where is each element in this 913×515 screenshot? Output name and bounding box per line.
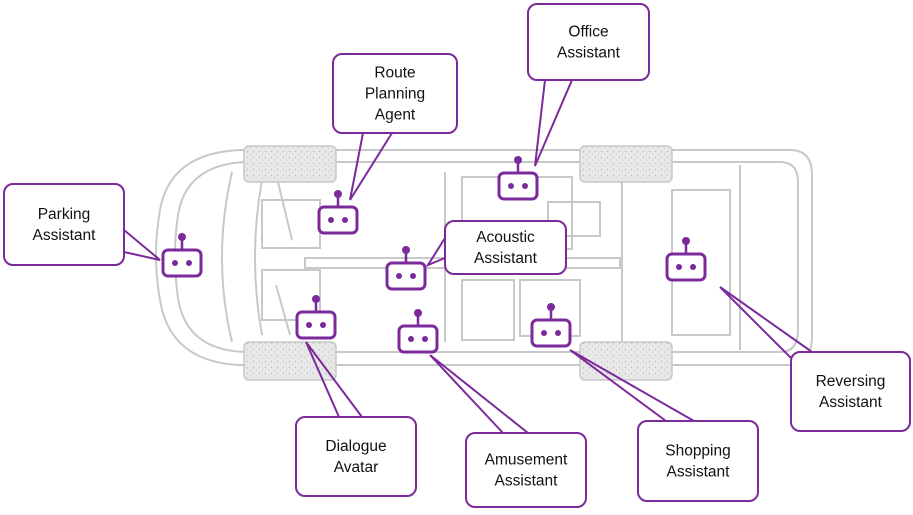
callout-pointer — [425, 237, 446, 268]
callout-box — [332, 53, 458, 134]
callout-label-line: Avatar — [334, 459, 379, 476]
a-pillar-top — [277, 181, 293, 241]
callout-pointer — [349, 132, 393, 201]
callout-label-line: Office — [568, 24, 608, 41]
wheel-rear-bottom — [579, 341, 673, 381]
robot-icon — [385, 246, 427, 291]
callout-box — [637, 420, 759, 502]
callout-label-line: Planning — [365, 86, 425, 103]
robot-icon — [317, 190, 359, 235]
callout-pointer — [123, 229, 161, 261]
callout-box — [465, 432, 587, 508]
front-seat-right — [261, 269, 321, 321]
callout-box — [527, 3, 650, 81]
callout-box — [444, 220, 567, 275]
callout-label-line: Amusement — [485, 452, 568, 469]
wheel-front-top — [243, 145, 337, 183]
car-body-outline — [155, 149, 813, 366]
callout-label-line: Assistant — [33, 227, 97, 244]
robot-icon — [530, 303, 572, 348]
callout-label-line: Assistant — [474, 250, 538, 267]
callout-box — [295, 416, 417, 497]
car-body-inner — [174, 161, 799, 353]
wheel-rear-top — [579, 145, 673, 183]
robot-icon — [161, 233, 203, 278]
robot-icon — [397, 309, 439, 354]
agents-layer: OfficeAssistantRoutePlanningAgentParking… — [3, 3, 911, 508]
callout-label-line: Assistant — [819, 394, 883, 411]
callout-label-line: Route — [374, 65, 415, 82]
windshield — [221, 171, 233, 343]
wheel-front-bottom — [243, 341, 337, 381]
callout-label-line: Shopping — [665, 443, 731, 460]
dashboard — [254, 179, 263, 336]
rear-seat-armrest — [547, 201, 601, 237]
callout-label-line: Assistant — [667, 464, 731, 481]
a-pillar-bottom — [275, 284, 291, 336]
callout-pointer — [429, 354, 529, 434]
callout-label-line: Acoustic — [476, 229, 535, 246]
robot-icon — [295, 295, 337, 340]
callout-label-line: Dialogue — [325, 438, 386, 455]
callout-pointer — [534, 79, 573, 167]
robot-icon — [497, 156, 539, 201]
callout-box — [790, 351, 911, 432]
rear-seat-bottom — [461, 279, 515, 341]
callout-pointer — [569, 349, 695, 422]
callout-box — [3, 183, 125, 266]
callout-pointer — [719, 286, 813, 359]
callout-label-line: Parking — [38, 206, 91, 223]
callout-label-line: Reversing — [816, 373, 886, 390]
front-seat-left — [261, 199, 321, 249]
callout-label-line: Assistant — [495, 473, 559, 490]
robot-icon — [665, 237, 707, 282]
callout-pointer — [305, 341, 363, 418]
callout-label-line: Agent — [375, 107, 416, 124]
callout-label-line: Assistant — [557, 45, 621, 62]
wheels — [243, 145, 673, 381]
